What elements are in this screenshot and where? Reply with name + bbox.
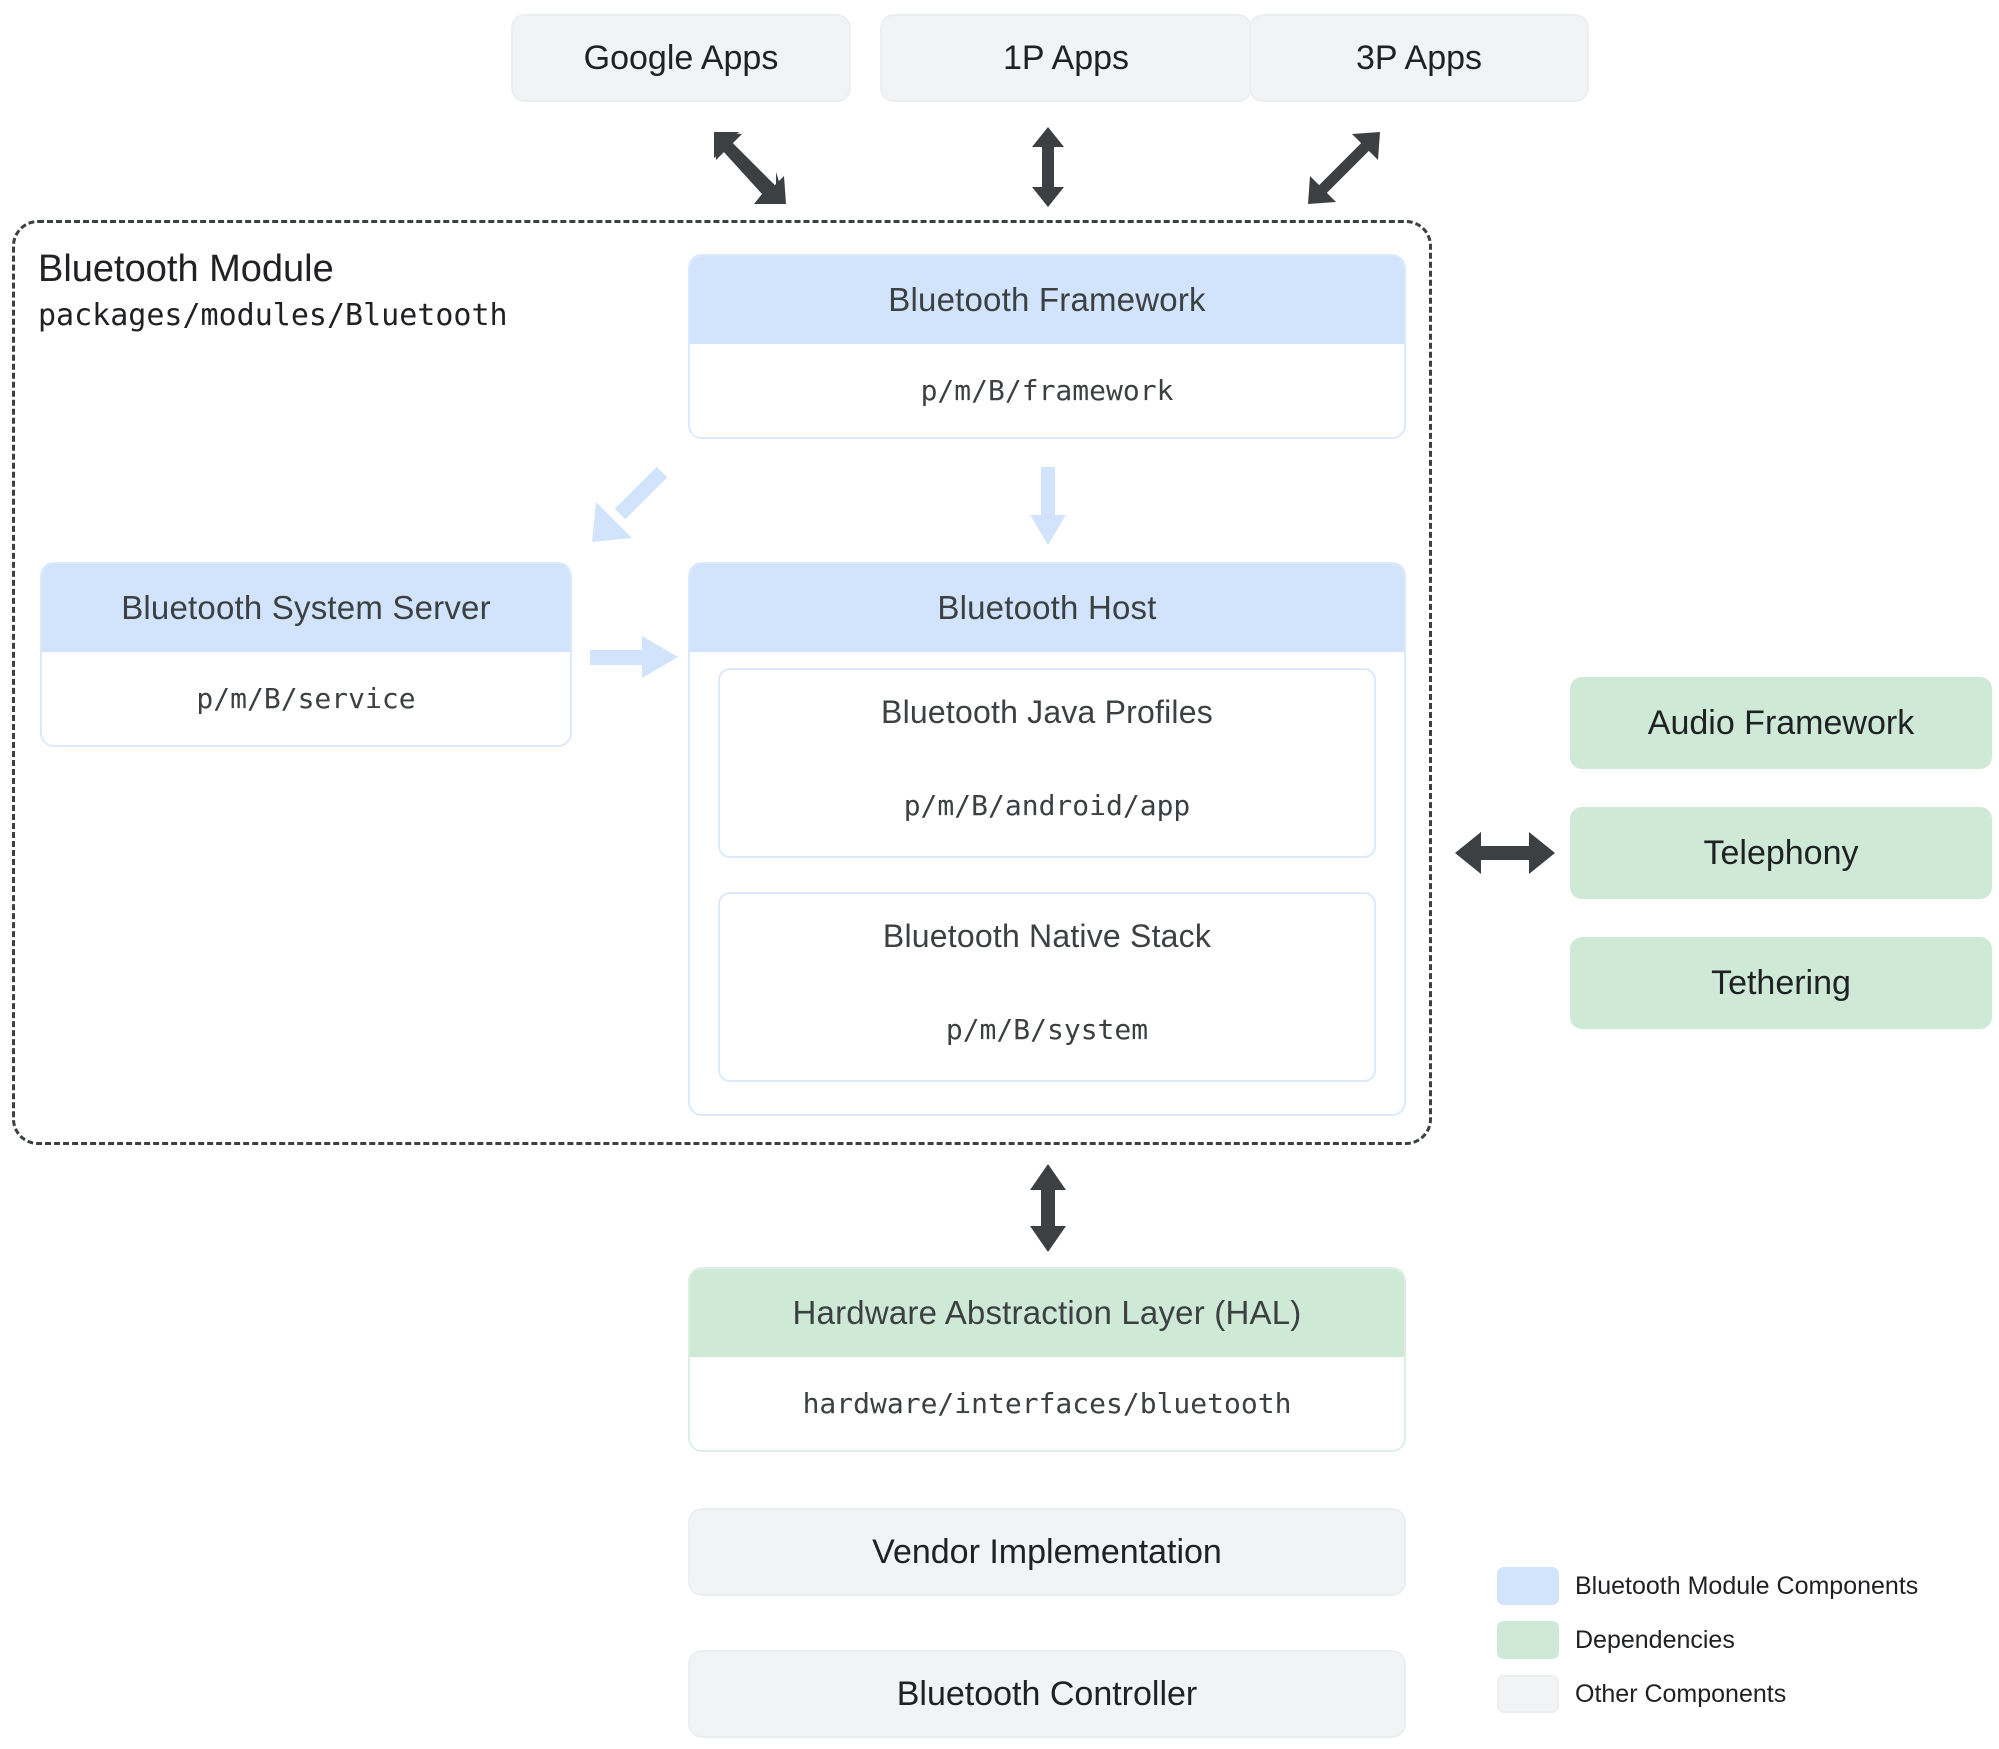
bluetooth-system-server-path: p/m/B/service — [42, 652, 570, 745]
hal-card: Hardware Abstraction Layer (HAL) hardwar… — [688, 1267, 1406, 1452]
bluetooth-java-profiles-path: p/m/B/android/app — [720, 754, 1374, 856]
google-apps-box: Google Apps — [511, 14, 851, 102]
arrow-host-to-dependencies-icon — [1455, 832, 1555, 874]
bluetooth-host-title: Bluetooth Host — [690, 564, 1404, 652]
hal-title: Hardware Abstraction Layer (HAL) — [690, 1269, 1404, 1357]
3p-apps-box: 3P Apps — [1249, 14, 1589, 102]
bluetooth-native-stack-card: Bluetooth Native Stack p/m/B/system — [718, 892, 1376, 1082]
bluetooth-java-profiles-title: Bluetooth Java Profiles — [881, 693, 1213, 730]
1p-apps-box: 1P Apps — [880, 14, 1252, 102]
audio-framework-box: Audio Framework — [1570, 677, 1992, 769]
3p-apps-label: 3P Apps — [1355, 38, 1483, 77]
audio-framework-label: Audio Framework — [1647, 703, 1915, 742]
vendor-implementation-box: Vendor Implementation — [688, 1508, 1406, 1596]
arrow-framework-to-host-icon — [1030, 467, 1066, 545]
hal-path: hardware/interfaces/bluetooth — [690, 1357, 1404, 1450]
telephony-box: Telephony — [1570, 807, 1992, 899]
tethering-label: Tethering — [1711, 963, 1851, 1002]
bluetooth-host-body: Bluetooth Java Profiles p/m/B/android/ap… — [690, 652, 1404, 1114]
vendor-implementation-label: Vendor Implementation — [872, 1532, 1222, 1571]
legend-label-other: Other Components — [1575, 1679, 1787, 1708]
legend-item-module: Bluetooth Module Components — [1497, 1559, 1977, 1613]
legend-label-dependencies: Dependencies — [1575, 1625, 1735, 1654]
google-apps-label: Google Apps — [583, 38, 779, 77]
bluetooth-controller-label: Bluetooth Controller — [896, 1674, 1198, 1713]
bluetooth-native-stack-title: Bluetooth Native Stack — [882, 917, 1212, 954]
bluetooth-system-server-card: Bluetooth System Server p/m/B/service — [40, 562, 572, 747]
bluetooth-framework-card: Bluetooth Framework p/m/B/framework — [688, 254, 1406, 439]
tethering-box: Tethering — [1570, 937, 1992, 1029]
arrow-framework-to-system-server-icon — [592, 466, 668, 542]
bluetooth-host-card: Bluetooth Host Bluetooth Java Profiles p… — [688, 562, 1406, 1116]
arrow-google-apps-icon — [714, 132, 786, 204]
legend-swatch-module — [1497, 1567, 1559, 1605]
bluetooth-system-server-title: Bluetooth System Server — [42, 564, 570, 652]
arrow-3p-apps-icon — [1308, 132, 1380, 204]
bluetooth-java-profiles-card: Bluetooth Java Profiles p/m/B/android/ap… — [718, 668, 1376, 858]
bluetooth-module-title: Bluetooth Module — [38, 248, 334, 290]
legend-item-other: Other Components — [1497, 1667, 1977, 1721]
bluetooth-controller-box: Bluetooth Controller — [688, 1650, 1406, 1738]
bluetooth-module-path: packages/modules/Bluetooth — [38, 298, 508, 333]
arrow-system-server-to-host-icon — [590, 636, 678, 678]
arrow-1p-apps-icon — [1032, 127, 1064, 207]
legend: Bluetooth Module Components Dependencies… — [1497, 1559, 1977, 1721]
legend-swatch-other — [1497, 1675, 1559, 1713]
arrow-module-to-hal-icon — [1030, 1164, 1066, 1252]
legend-label-module: Bluetooth Module Components — [1575, 1571, 1919, 1600]
bluetooth-native-stack-path: p/m/B/system — [720, 978, 1374, 1080]
telephony-label: Telephony — [1703, 833, 1859, 872]
bluetooth-module-container — [12, 220, 1432, 1145]
legend-item-dependencies: Dependencies — [1497, 1613, 1977, 1667]
legend-swatch-dependencies — [1497, 1621, 1559, 1659]
bluetooth-framework-path: p/m/B/framework — [690, 344, 1404, 437]
1p-apps-label: 1P Apps — [1002, 38, 1130, 77]
bluetooth-framework-title: Bluetooth Framework — [690, 256, 1404, 344]
